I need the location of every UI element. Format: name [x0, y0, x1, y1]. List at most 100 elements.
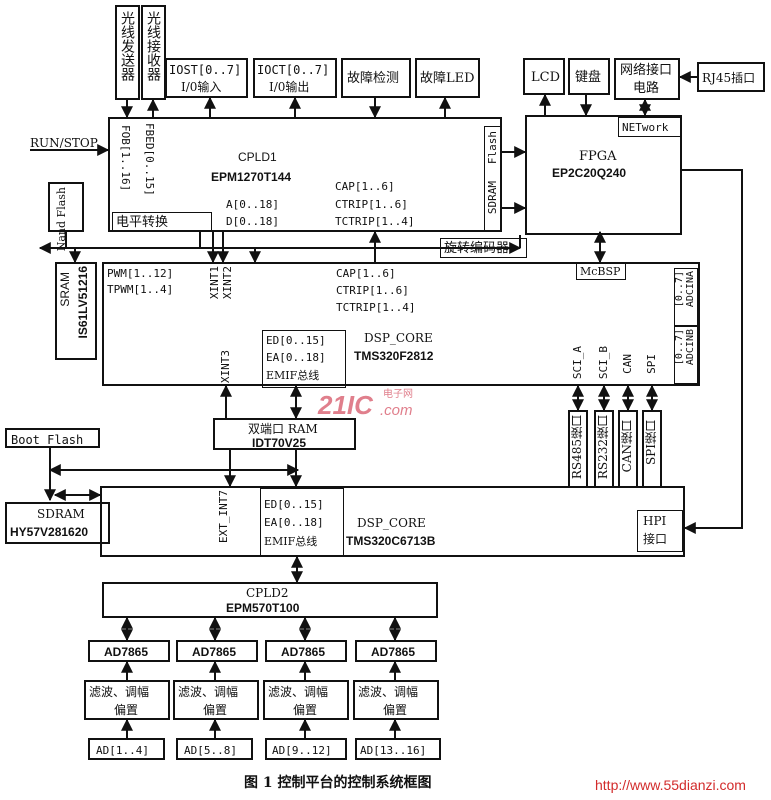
- network-port-label: NETwork: [622, 121, 669, 134]
- fpga-flash-label: Flash: [486, 131, 499, 165]
- filter-label-2a: 滤波、调幅: [178, 685, 239, 699]
- encoder-label: 旋转编码器: [444, 241, 510, 256]
- iost-box: IOST[0..7] I/0输入: [165, 58, 248, 98]
- adcinb-box: [0..7] ADCINB: [674, 326, 698, 384]
- encoder-box: 旋转编码器: [440, 238, 527, 258]
- fault-led-label: 故障LED: [420, 71, 475, 86]
- iost-sub-label: I/0输入: [181, 80, 222, 94]
- lcd-label: LCD: [531, 70, 561, 85]
- ad7865-label-4: AD7865: [371, 645, 416, 659]
- cpld1-chip: EPM1270T144: [211, 170, 292, 184]
- adcinb-label: ADCINB: [685, 329, 696, 366]
- ad-input-label-2: AD[5..8]: [184, 744, 237, 757]
- ad7865-label-2: AD7865: [192, 645, 237, 659]
- ioct-box: IOCT[0..7] I/0输出: [253, 58, 337, 98]
- fpga-chip: EP2C20Q240: [552, 166, 627, 180]
- keyboard-label: 键盘: [575, 70, 602, 85]
- cpld1-a-bus: A[0..18]: [226, 198, 279, 211]
- network-port-box: NETwork: [618, 117, 682, 137]
- cpld1-ctrip: CTRIP[1..6]: [335, 198, 408, 211]
- spi-port-label: SPI接口: [644, 420, 658, 466]
- fpga-title: FPGA: [579, 149, 617, 164]
- dsp1-chip: TMS320F2812: [354, 349, 434, 363]
- optical-transmitter-label: 光线发送器: [119, 11, 135, 81]
- optical-receiver-box: 光线接收器: [141, 5, 166, 100]
- dsp1-ed: ED[0..15]: [266, 334, 326, 347]
- dsp1-xint2: XINT2: [221, 266, 234, 300]
- dsp1-xint1: XINT1: [208, 266, 221, 300]
- nand-flash-box: Nand Flash: [48, 182, 84, 251]
- sram-label: SRAM: [58, 272, 72, 307]
- dpram-chip: IDT70V25: [252, 436, 307, 450]
- cpld2-box: CPLD2 EPM570T100: [102, 582, 438, 618]
- optical-transmitter-box: 光线发送器: [115, 5, 140, 100]
- rs485-port-label: RS485接口: [570, 415, 584, 480]
- dsp2-chip: TMS320C6713B: [346, 534, 436, 548]
- fault-detect-box: 故障检测: [341, 58, 411, 98]
- fbed-label: FBED[0..15]: [143, 123, 156, 196]
- hpi-label: HPI: [643, 514, 667, 528]
- adcina-range: [0..7]: [674, 271, 685, 308]
- ad7865-label-1: AD7865: [104, 645, 149, 659]
- can-port-box: CAN接口: [618, 410, 638, 488]
- fault-detect-label: 故障检测: [347, 71, 400, 86]
- sdram2-label: SDRAM: [37, 507, 85, 521]
- rs232-port-box: RS232接口: [594, 410, 614, 488]
- dsp1-ctrip: CTRIP[1..6]: [336, 284, 409, 297]
- ad-input-box-1: AD[1..4]: [88, 738, 165, 760]
- fpga-sdram-label: SDRAM: [486, 181, 499, 215]
- filter-label-1b: 偏置: [114, 703, 139, 717]
- filter-box-3: 滤波、调幅 偏置: [263, 680, 349, 720]
- rs232-port-label: RS232接口: [596, 415, 610, 480]
- optical-receiver-label: 光线接收器: [145, 11, 161, 81]
- dsp1-tctrip: TCTRIP[1..4]: [336, 301, 416, 314]
- dsp2-emif: EMIF总线: [264, 535, 318, 548]
- dsp2-title: DSP_CORE: [357, 516, 426, 530]
- dsp1-tpwm: TPWM[1..4]: [107, 283, 174, 296]
- cpld1-d-bus: D[0..18]: [226, 215, 279, 228]
- ad-input-box-4: AD[13..16]: [355, 738, 441, 760]
- cpld1-tctrip: TCTRIP[1..4]: [335, 215, 415, 228]
- footer-url: http://www.55dianzi.com: [595, 777, 746, 793]
- ad-input-label-4: AD[13..16]: [360, 744, 427, 757]
- figure-caption: 图 1 控制平台的控制系统框图: [244, 775, 432, 791]
- watermark-logo: 21IC: [318, 390, 373, 420]
- ad7865-label-3: AD7865: [281, 645, 326, 659]
- filter-box-4: 滤波、调幅 偏置: [353, 680, 439, 720]
- filter-label-3a: 滤波、调幅: [268, 685, 329, 699]
- fpga-memory-box: Flash SDRAM: [484, 126, 502, 232]
- ad-input-box-2: AD[5..8]: [176, 738, 253, 760]
- ad-input-label-1: AD[1..4]: [96, 744, 149, 757]
- ad7865-box-4: AD7865: [355, 640, 437, 662]
- adcinb-range: [0..7]: [674, 329, 685, 366]
- lcd-box: LCD: [523, 58, 565, 95]
- rs485-port-box: RS485接口: [568, 410, 588, 488]
- dsp2-box: EXT_INT7 ED[0..15] EA[0..18] EMIF总线 DSP_…: [100, 486, 685, 557]
- filter-label-4b: 偏置: [383, 703, 408, 717]
- dsp1-pwm: PWM[1..12]: [107, 267, 174, 280]
- boot-flash-box: Boot Flash: [5, 428, 100, 448]
- fpga-box: NETwork FPGA EP2C20Q240: [525, 115, 682, 235]
- ad7865-box-1: AD7865: [88, 640, 170, 662]
- dsp1-box: PWM[1..12] TPWM[1..4] XINT1 XINT2 CAP[1.…: [102, 262, 700, 388]
- sram-chip: IS61LV51216: [76, 266, 90, 339]
- nand-flash-label: Nand Flash: [55, 187, 68, 252]
- dpram-label: 双端口 RAM: [248, 422, 318, 436]
- spi-port-box: SPI接口: [642, 410, 662, 488]
- ad7865-box-2: AD7865: [176, 640, 258, 662]
- sram-box: SRAM IS61LV51216: [55, 262, 97, 360]
- filter-box-2: 滤波、调幅 偏置: [173, 680, 259, 720]
- dsp1-spi: SPI: [645, 354, 658, 374]
- sdram2-box: SDRAM HY57V281620: [5, 502, 110, 544]
- fob-label: FOB[1..16]: [119, 125, 132, 192]
- filter-label-3b: 偏置: [293, 703, 318, 717]
- level-shift-label: 电平转换: [116, 215, 169, 230]
- filter-label-2b: 偏置: [203, 703, 228, 717]
- dsp1-emif-box: ED[0..15] EA[0..18] EMIF总线: [262, 330, 346, 388]
- filter-label-4a: 滤波、调幅: [358, 685, 419, 699]
- watermark-domain: .com: [380, 402, 413, 419]
- cpld2-chip: EPM570T100: [226, 601, 300, 615]
- dsp1-sci-a: SCI_A: [571, 346, 584, 380]
- ioct-label: IOCT[0..7]: [257, 63, 330, 77]
